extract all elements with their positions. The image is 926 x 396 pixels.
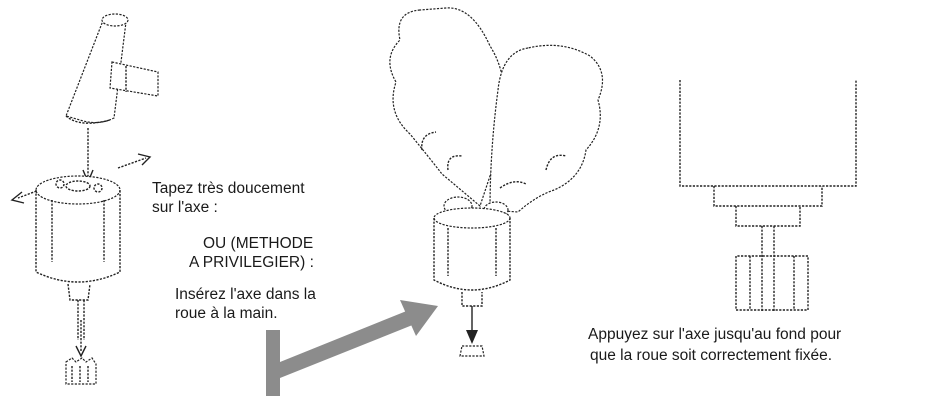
motor-icon: [434, 208, 510, 306]
press-caption-line-2: que la roue soit correctement fixée.: [590, 346, 832, 365]
right-hand-icon: [490, 45, 603, 212]
motor-icon: [36, 176, 120, 300]
pinion-gear-icon: [66, 358, 96, 384]
press-body-icon: [680, 80, 856, 226]
down-arrow-icon: [83, 128, 93, 182]
left-hand-icon: [390, 8, 505, 206]
shaft-icon: [762, 226, 774, 312]
gray-pointer-arrow: [266, 300, 438, 396]
hammer-motor-illustration: [0, 0, 160, 396]
wheel-icon: [736, 256, 808, 310]
pinion-gear-icon: [460, 346, 484, 356]
hammer-icon: [66, 14, 158, 123]
tap-instruction-line-2: sur l'axe :: [152, 198, 218, 217]
press-caption-line-1: Appuyez sur l'axe jusqu'au fond pour: [588, 325, 841, 344]
press-fit-diagram: [650, 0, 926, 330]
